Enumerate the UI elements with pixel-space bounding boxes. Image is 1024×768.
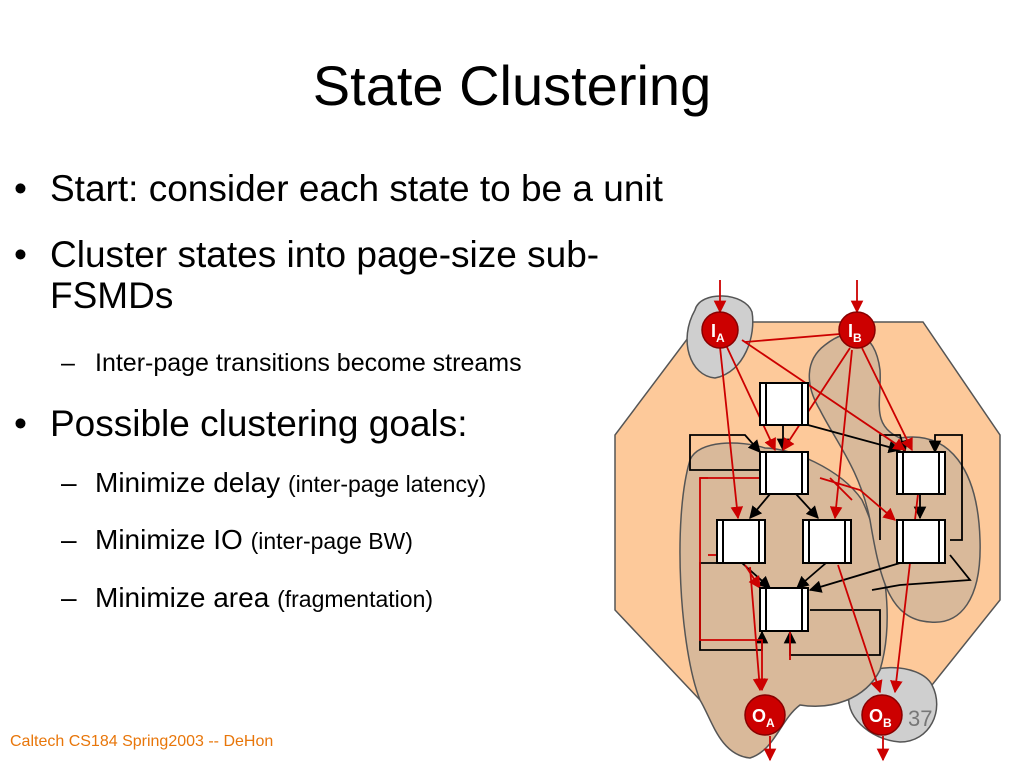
bullet-goals: • Possible clustering goals: [14, 403, 468, 445]
input-a-label: IA [711, 321, 725, 345]
state-box [759, 451, 809, 495]
goal-area-note: (fragmentation) [277, 586, 434, 612]
goal-area: – Minimize area (fragmentation) [61, 582, 434, 614]
bullet-marker: • [14, 234, 27, 275]
goal-io: – Minimize IO (inter-page BW) [61, 524, 413, 556]
subbullet-streams-text: Inter-page transitions become streams [95, 349, 522, 377]
goal-area-text: Minimize area [95, 582, 270, 613]
page-number: 37 [908, 706, 933, 731]
red-transitions [699, 280, 919, 762]
footer-credit: Caltech CS184 Spring2003 -- DeHon [10, 733, 274, 750]
dash-marker: – [61, 467, 77, 498]
input-node-a: IA [701, 311, 739, 349]
output-a-label: OA [752, 706, 775, 730]
input-b-label: IB [848, 321, 862, 345]
state-box [759, 382, 809, 426]
bullet-cluster-line2: FSMDs [50, 274, 174, 316]
output-b-label: OB [869, 706, 892, 730]
goal-delay: – Minimize delay (inter-page latency) [61, 467, 487, 499]
dash-marker: – [61, 349, 75, 377]
slide-title: State Clustering [312, 54, 712, 117]
goal-delay-note: (inter-page latency) [287, 471, 487, 497]
output-node-a: OA [744, 694, 786, 736]
goal-delay-text: Minimize delay [95, 467, 281, 498]
state-box [716, 519, 766, 564]
bullet-marker: • [14, 403, 27, 444]
state-nodes [716, 382, 946, 632]
dash-marker: – [61, 524, 77, 555]
bullet-start: • Start: consider each state to be a uni… [14, 168, 663, 210]
bullet-marker: • [14, 168, 27, 209]
state-box [896, 451, 946, 495]
state-box [896, 519, 946, 564]
bullet-cluster: • Cluster states into page-size sub- FSM… [14, 234, 600, 316]
output-node-b: OB [861, 694, 903, 736]
bullet-goals-text: Possible clustering goals: [50, 403, 468, 444]
goal-io-note: (inter-page BW) [250, 528, 413, 554]
bullet-start-text: Start: consider each state to be a unit [50, 168, 663, 209]
dash-marker: – [61, 582, 77, 613]
input-node-b: IB [838, 311, 876, 349]
goal-io-text: Minimize IO [95, 524, 243, 555]
state-box [802, 519, 852, 564]
state-box [759, 587, 809, 632]
subbullet-streams: – Inter-page transitions become streams [61, 349, 522, 378]
bullet-cluster-line1: Cluster states into page-size sub- [50, 234, 600, 275]
